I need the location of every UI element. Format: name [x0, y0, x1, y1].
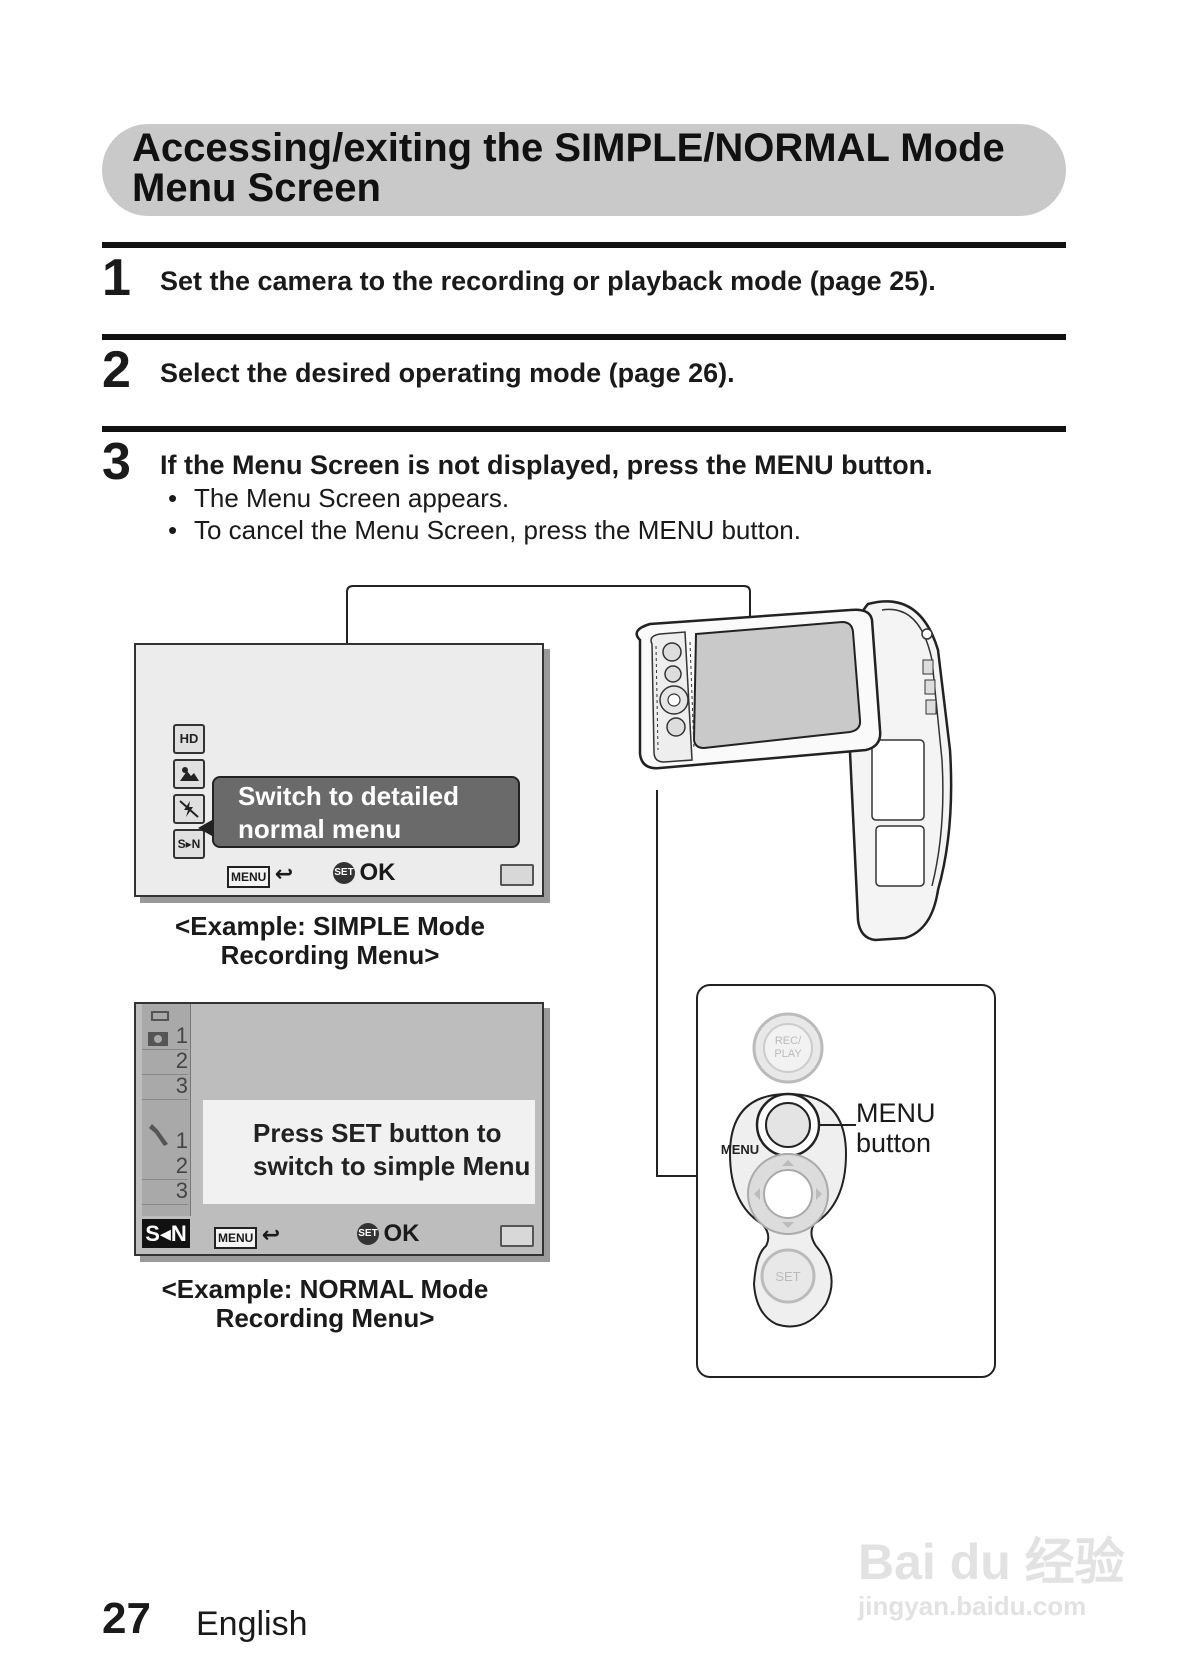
step-3-rule — [102, 426, 1066, 432]
normal-menu-back-hint: MENU ↩ — [214, 1222, 280, 1249]
menu-key-icon: MENU — [227, 866, 271, 888]
watermark-brand: Bai du 经验 — [858, 1534, 1125, 1590]
bullet-dot: • — [168, 515, 178, 545]
callout-line1: Switch to detailed — [238, 781, 460, 811]
sidebar-tab-1: 1 — [142, 1023, 188, 1050]
step-2-text: Select the desired operating mode (page … — [160, 358, 735, 388]
step-2-rule — [102, 334, 1066, 340]
title-banner — [102, 124, 1066, 216]
page-title-line2: Menu Screen — [132, 166, 381, 210]
step-1-number: 1 — [102, 249, 131, 307]
ok-label: OK — [359, 859, 396, 886]
step-3-number: 3 — [102, 433, 131, 491]
bullet-dot: • — [168, 483, 178, 513]
simple-caption: <Example: SIMPLE Mode Recording Menu> — [150, 912, 510, 970]
step-3-bullet: • The Menu Screen appears. — [168, 483, 509, 513]
simple-menu-back-hint: MENU ↩ — [227, 861, 293, 888]
simple-set-ok-hint: SET OK — [333, 859, 395, 887]
baidu-watermark: Bai du 经验 jingyan.baidu.com — [858, 1534, 1158, 1644]
flash-off-icon — [173, 794, 205, 824]
step-3-bullet: • To cancel the Menu Screen, press the ME… — [168, 515, 801, 545]
sidebar-setting-1: 1 — [175, 1128, 188, 1153]
rec-label-text: REC/ — [775, 1035, 802, 1047]
set-button-text: SET — [775, 1269, 800, 1284]
play-label-text: PLAY — [774, 1048, 802, 1060]
page-title: Accessing/exiting the SIMPLE/NORMAL Mode… — [132, 128, 1032, 208]
camcorder-illustration — [635, 600, 953, 942]
ok-label: OK — [383, 1220, 420, 1247]
page-language: English — [196, 1605, 308, 1643]
message-line1: Press SET button to — [253, 1118, 502, 1148]
step-1-rule — [102, 242, 1066, 248]
bullet-text: The Menu Screen appears. — [194, 483, 510, 513]
set-key-icon: SET — [357, 1223, 379, 1245]
normal-caption-line2: Recording Menu> — [215, 1303, 435, 1333]
menu-key-icon: MENU — [214, 1227, 258, 1249]
set-key-icon: SET — [333, 862, 355, 884]
battery-icon — [500, 864, 534, 886]
simple-menu-message: Press SET button to switch to simple Men… — [203, 1100, 535, 1204]
bullet-text: To cancel the Menu Screen, press the MEN… — [194, 515, 801, 545]
simple-normal-badge: S◂N — [142, 1219, 190, 1248]
normal-set-ok-hint: SET OK — [357, 1220, 419, 1248]
menu-small-label-text: MENU — [721, 1142, 759, 1157]
menu-button-label: MENU button — [856, 1098, 936, 1158]
return-icon: ↩ — [274, 861, 294, 886]
menu-button-label-line2: button — [856, 1128, 932, 1158]
page-title-line1: Accessing/exiting the SIMPLE/NORMAL Mode — [132, 126, 1005, 170]
watermark-url: jingyan.baidu.com — [858, 1591, 1087, 1621]
normal-caption-line1: <Example: NORMAL Mode — [161, 1274, 489, 1304]
sidebar-setting-2: 2 — [142, 1153, 188, 1180]
menu-button-label-line1: MENU — [856, 1098, 936, 1128]
sidebar-tab-2: 2 — [142, 1048, 188, 1075]
wrench-icon — [149, 1124, 168, 1146]
callout-line2: normal menu — [238, 814, 402, 844]
simple-caption-line2: Recording Menu> — [220, 940, 440, 970]
step-2-number: 2 — [102, 341, 131, 399]
message-line2: switch to simple Menu — [253, 1151, 531, 1181]
normal-caption: <Example: NORMAL Mode Recording Menu> — [130, 1275, 520, 1333]
step-3-text: If the Menu Screen is not displayed, pre… — [160, 450, 933, 480]
step-1-text: Set the camera to the recording or playb… — [160, 266, 936, 296]
callout-pointer — [198, 820, 212, 836]
simple-caption-line1: <Example: SIMPLE Mode — [175, 911, 485, 941]
battery-icon — [500, 1225, 534, 1247]
switch-callout: Switch to detailed normal menu — [212, 776, 520, 848]
button-detail-drawing: REC/ PLAY MENU SET — [721, 1012, 856, 1328]
scene-icon — [173, 759, 205, 789]
hd-icon: HD — [173, 724, 205, 754]
page-number: 27 — [102, 1594, 151, 1643]
sidebar-setting-3: 3 — [142, 1178, 188, 1205]
sidebar-tab-3: 3 — [142, 1073, 188, 1100]
camera-mode-icon — [148, 1011, 169, 1046]
return-icon: ↩ — [261, 1222, 281, 1247]
